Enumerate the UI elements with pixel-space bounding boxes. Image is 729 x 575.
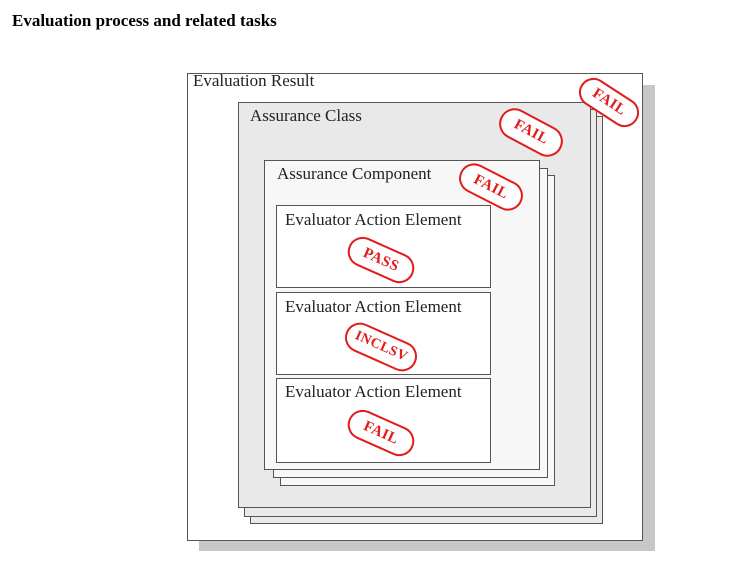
action-element-label: Evaluator Action Element (285, 297, 462, 316)
page-title: Evaluation process and related tasks (12, 11, 277, 30)
evaluation-result-label: Evaluation Result (193, 71, 315, 90)
action-element-label: Evaluator Action Element (285, 382, 462, 401)
assurance-class-label: Assurance Class (250, 106, 362, 125)
action-element-label: Evaluator Action Element (285, 210, 462, 229)
assurance-component-label: Assurance Component (277, 164, 432, 183)
